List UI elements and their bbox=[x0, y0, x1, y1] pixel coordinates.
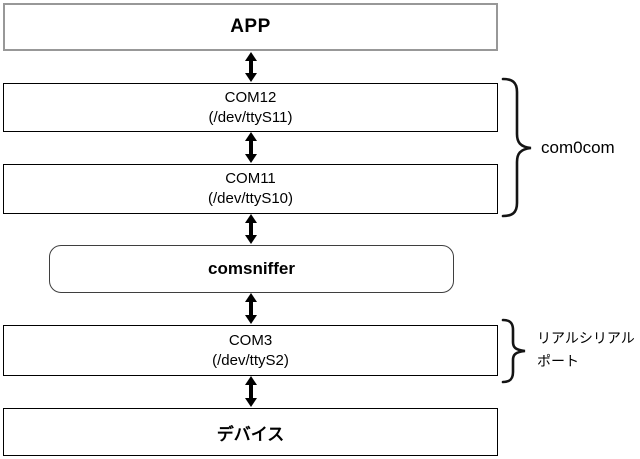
box-comsniffer-label: comsniffer bbox=[208, 259, 295, 278]
real-serial-port-label-line1: リアルシリアル bbox=[537, 330, 635, 346]
double-arrow-icon bbox=[245, 293, 257, 324]
double-arrow-icon bbox=[245, 214, 257, 244]
com0com-label: com0com bbox=[541, 138, 615, 157]
box-comsniffer: comsniffer bbox=[49, 245, 454, 293]
double-arrow-icon bbox=[245, 52, 257, 82]
box-com3-sublabel: (/dev/ttyS2) bbox=[212, 351, 289, 369]
box-app-label: APP bbox=[230, 16, 271, 37]
box-device: デバイス bbox=[3, 408, 498, 456]
box-com11: COM11 (/dev/ttyS10) bbox=[3, 164, 498, 214]
box-com12-sublabel: (/dev/ttyS11) bbox=[208, 108, 293, 126]
box-app: APP bbox=[3, 3, 498, 51]
box-com3: COM3 (/dev/ttyS2) bbox=[3, 325, 498, 376]
right-curly-brace-icon bbox=[501, 318, 526, 384]
box-com12: COM12 (/dev/ttyS11) bbox=[3, 83, 498, 132]
box-com3-label: COM3 bbox=[228, 331, 273, 349]
double-arrow-icon bbox=[245, 132, 257, 163]
box-device-label: デバイス bbox=[216, 424, 285, 444]
double-arrow-icon bbox=[245, 376, 257, 407]
real-serial-port-label-line2: ポート bbox=[537, 353, 579, 369]
box-com11-sublabel: (/dev/ttyS10) bbox=[207, 190, 294, 207]
box-com12-label: COM12 bbox=[224, 88, 277, 106]
real-serial-port-label: リアルシリアル ポート bbox=[537, 327, 635, 373]
right-curly-brace-icon bbox=[501, 77, 532, 218]
box-com11-label: COM11 bbox=[225, 170, 276, 187]
